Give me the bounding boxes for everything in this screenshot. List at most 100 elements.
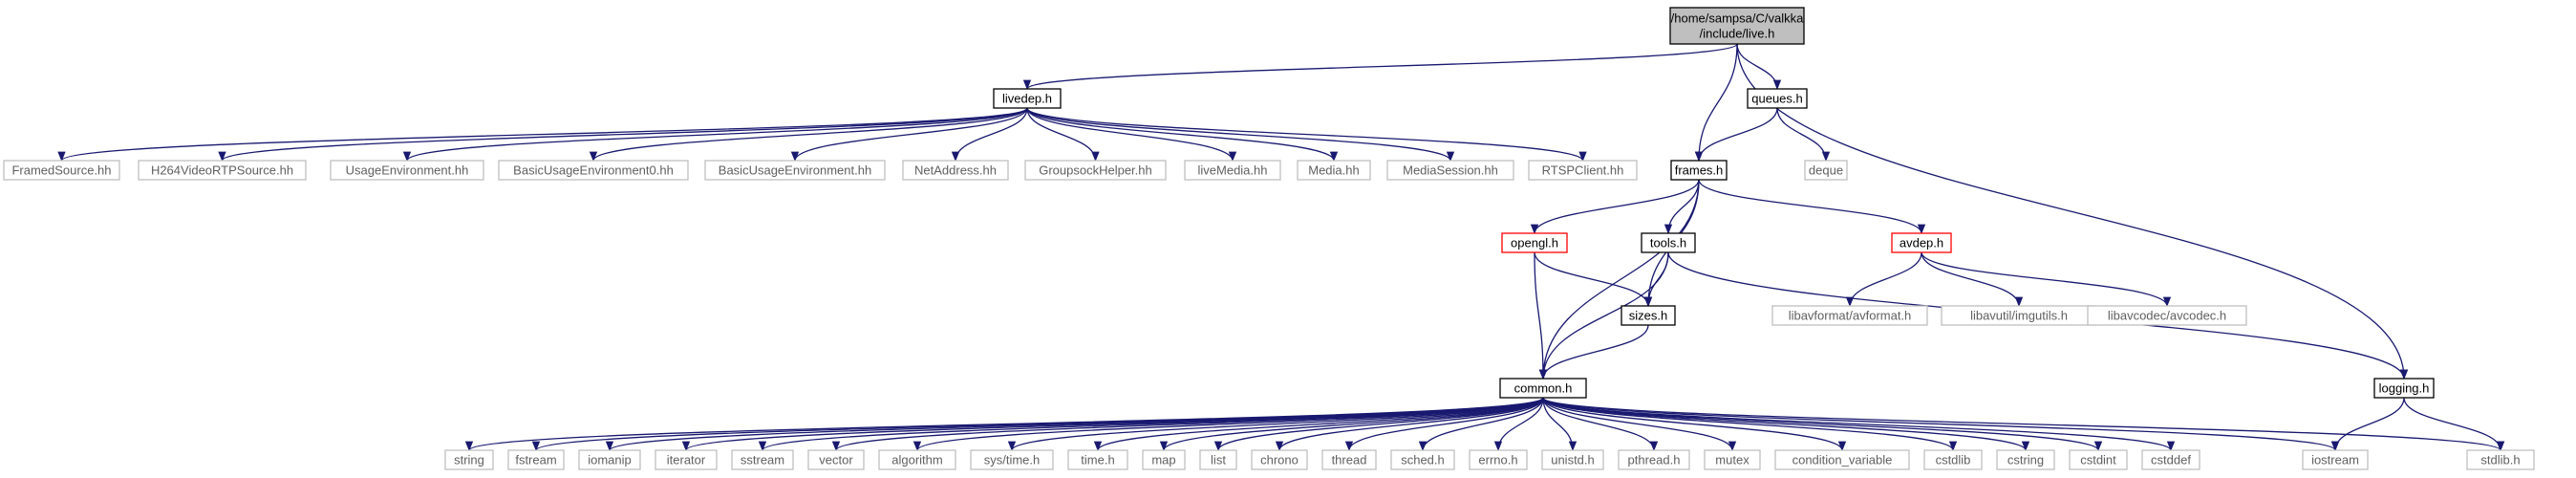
- node-h264: H264VideoRTPSource.hh: [138, 160, 307, 181]
- node-systime-box: [970, 449, 1054, 470]
- node-media-box: [1297, 160, 1371, 181]
- node-mutex-label: mutex: [1715, 453, 1750, 467]
- edge-frames-to-avdep: [1698, 179, 1926, 235]
- node-queues-box: [1747, 88, 1808, 109]
- node-pthread: pthread.h: [1618, 449, 1690, 470]
- node-sched: sched.h: [1390, 449, 1455, 470]
- edge-common-to-chrono: [1275, 397, 1544, 452]
- node-logging[interactable]: logging.h: [2373, 378, 2435, 399]
- edge-queues-to-deque: [1776, 107, 1831, 163]
- node-mutex: mutex: [1704, 449, 1761, 470]
- node-queues[interactable]: queues.h: [1747, 88, 1808, 109]
- node-common-label: common.h: [1514, 381, 1573, 396]
- node-livedep-box: [993, 88, 1062, 109]
- node-avcodec-label: libavcodec/avcodec.h: [2108, 309, 2226, 323]
- node-frames-box: [1670, 160, 1728, 181]
- node-live-label: /home/sampsa/C/valkka: [1671, 11, 1804, 26]
- node-basicusage-label: BasicUsageEnvironment.hh: [719, 163, 871, 178]
- node-systime-label: sys/time.h: [984, 453, 1041, 467]
- node-cstring-box: [1996, 449, 2055, 470]
- edge-sizes-to-common: [1538, 324, 1649, 380]
- edge-common-to-list: [1213, 397, 1544, 452]
- edge-livedep-to-netaddress: [951, 107, 1028, 163]
- node-live[interactable]: /home/sampsa/C/valkka/include/live.h: [1669, 7, 1805, 45]
- node-algorithm-box: [878, 449, 956, 470]
- node-h264-label: H264VideoRTPSource.hh: [151, 163, 293, 178]
- node-thread-box: [1321, 449, 1377, 470]
- edge-common-to-unistd: [1542, 397, 1578, 452]
- node-framedsource-box: [3, 160, 120, 181]
- node-opengl[interactable]: opengl.h: [1501, 232, 1568, 253]
- node-mediasession-label: MediaSession.hh: [1403, 163, 1498, 178]
- node-livemedia-box: [1184, 160, 1281, 181]
- node-timeh: time.h: [1067, 449, 1128, 470]
- edge-live-to-queues: [1736, 43, 1782, 91]
- node-h264-box: [138, 160, 307, 181]
- node-avdep[interactable]: avdep.h: [1891, 232, 1952, 253]
- node-sched-label: sched.h: [1401, 453, 1445, 467]
- nodes: /home/sampsa/C/valkka/include/live.h live…: [3, 7, 2535, 470]
- node-timeh-box: [1067, 449, 1128, 470]
- edge-frames-to-opengl: [1530, 179, 1700, 235]
- node-errno-label: errno.h: [1478, 453, 1517, 467]
- node-chrono-box: [1251, 449, 1308, 470]
- node-deque-box: [1804, 160, 1848, 181]
- node-avformat-label: libavformat/avformat.h: [1789, 309, 1912, 323]
- edge-logging-to-iostream: [2330, 397, 2405, 452]
- node-cstddef-box: [2141, 449, 2200, 470]
- node-tools[interactable]: tools.h: [1641, 232, 1696, 253]
- node-common-box: [1499, 378, 1587, 399]
- node-opengl-box: [1501, 232, 1568, 253]
- node-errno-box: [1469, 449, 1528, 470]
- node-string-label: string: [454, 453, 484, 467]
- node-frames[interactable]: frames.h: [1670, 160, 1728, 181]
- edge-common-to-errno: [1493, 397, 1544, 452]
- edge-common-to-timeh: [1093, 397, 1544, 452]
- node-groupsock: GroupsockHelper.hh: [1024, 160, 1167, 181]
- edge-common-to-fstream: [532, 397, 1544, 452]
- node-avcodec-box: [2087, 305, 2247, 326]
- node-list-box: [1199, 449, 1237, 470]
- node-rtspclient-box: [1528, 160, 1638, 181]
- edge-common-to-algorithm: [913, 397, 1544, 452]
- edge-avdep-to-avformat: [1845, 251, 1922, 308]
- edge-avdep-to-avcodec: [1921, 251, 2172, 308]
- edge-livedep-to-groupsock: [1026, 107, 1100, 163]
- node-list: list: [1199, 449, 1237, 470]
- node-map-label: map: [1151, 453, 1175, 467]
- node-map-box: [1142, 449, 1186, 470]
- node-groupsock-box: [1024, 160, 1167, 181]
- node-common[interactable]: common.h: [1499, 378, 1587, 399]
- node-fstream-box: [507, 449, 565, 470]
- node-livemedia: liveMedia.hh: [1184, 160, 1281, 181]
- node-unistd: unistd.h: [1541, 449, 1604, 470]
- node-basicusage0-label: BasicUsageEnvironment0.hh: [513, 163, 674, 178]
- node-avformat: libavformat/avformat.h: [1771, 305, 1928, 326]
- node-mediasession-box: [1386, 160, 1514, 181]
- node-sizes-label: sizes.h: [1629, 309, 1667, 323]
- node-condvar: condition_variable: [1774, 449, 1910, 470]
- node-sizes-box: [1621, 305, 1676, 326]
- node-mediasession: MediaSession.hh: [1386, 160, 1514, 181]
- edge-live-to-frames: [1694, 43, 1738, 163]
- node-iomanip: iomanip: [578, 449, 641, 470]
- node-livemedia-label: liveMedia.hh: [1198, 163, 1268, 178]
- node-string: string: [444, 449, 494, 470]
- node-basicusage-box: [704, 160, 886, 181]
- node-vector-label: vector: [819, 453, 853, 467]
- edge-livedep-to-h264: [218, 107, 1028, 163]
- node-framedsource-label: FramedSource.hh: [11, 163, 111, 178]
- node-livedep[interactable]: livedep.h: [993, 88, 1062, 109]
- node-avdep-label: avdep.h: [1900, 236, 1943, 250]
- node-logging-label: logging.h: [2379, 381, 2430, 396]
- node-rtspclient: RTSPClient.hh: [1528, 160, 1638, 181]
- edge-avdep-to-imgutils: [1921, 251, 2024, 308]
- edge-tools-to-common: [1538, 251, 1669, 380]
- node-algorithm: algorithm: [878, 449, 956, 470]
- edges: [57, 43, 2505, 452]
- node-basicusage0-box: [498, 160, 689, 181]
- node-string-box: [444, 449, 494, 470]
- node-algorithm-label: algorithm: [891, 453, 942, 467]
- node-sizes[interactable]: sizes.h: [1621, 305, 1676, 326]
- node-cstring: cstring: [1996, 449, 2055, 470]
